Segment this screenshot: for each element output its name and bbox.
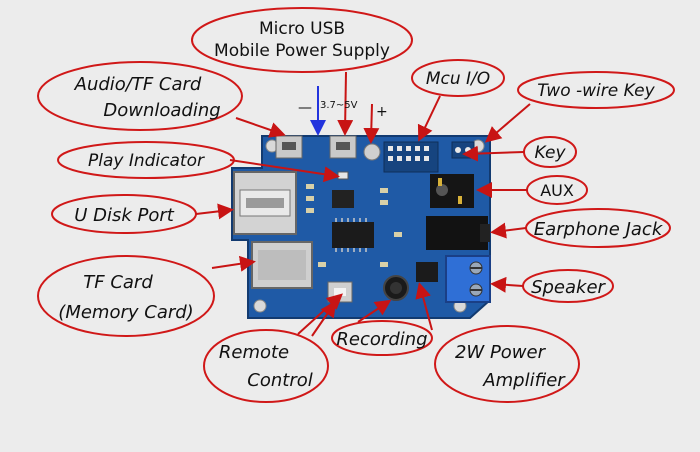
callout-arrows: [195, 71, 531, 337]
voltage-plus: +: [376, 104, 388, 120]
downloading-label: Downloading: [103, 100, 220, 121]
micro-usb-label: Micro USB: [259, 19, 345, 39]
remote-label: Remote: [219, 342, 289, 363]
amplifier-chip: [416, 262, 438, 282]
remote-control-button: [327, 281, 353, 303]
memory-card-label: (Memory Card): [58, 302, 193, 323]
audio-tf-label: Audio/TF Card: [74, 74, 202, 95]
power-label: 2W Power: [455, 342, 547, 363]
usb-a-port: [233, 171, 297, 235]
tf-card-ellipse: [37, 255, 215, 337]
mcu-io-header: [383, 141, 439, 173]
voltage-range: 3.7~5V: [320, 100, 358, 111]
micro-usb-port-left: [275, 135, 303, 159]
two-wire-key-ellipse: [517, 71, 675, 109]
control-label: Control: [247, 370, 312, 391]
tf-card-slot: [251, 241, 313, 289]
voltage-minus: —: [298, 100, 312, 116]
small-chip: [332, 190, 354, 208]
earphone-jack-label: Earphone Jack: [534, 219, 664, 240]
recording-label: Recording: [336, 329, 427, 350]
speaker-label: Speaker: [531, 277, 606, 298]
amplifier-label: Amplifier: [482, 370, 566, 391]
microphone: [383, 275, 409, 301]
aux-jack: [430, 174, 474, 208]
mcu-io-label: Mcu I/O: [426, 69, 490, 89]
micro-usb-ellipse: [191, 7, 413, 73]
play-indicator-led: [337, 171, 349, 180]
main-chip: [332, 218, 374, 252]
mcu-io-ellipse: [411, 59, 505, 97]
play-indicator-label: Play Indicator: [88, 151, 205, 171]
two-wire-key-label: Two -wire Key: [537, 81, 655, 101]
recording-ellipse: [331, 320, 433, 356]
remote-control-ellipse: [203, 329, 329, 403]
earphone-jack: [426, 216, 490, 250]
u-disk-port-label: U Disk Port: [74, 205, 175, 226]
power-amplifier-ellipse: [434, 325, 580, 403]
audio-tf-ellipse: [37, 61, 243, 131]
two-wire-key-pads: [451, 141, 475, 159]
key-label: Key: [534, 143, 566, 163]
speaker-terminal: [445, 255, 491, 303]
mobile-power-supply-label: Mobile Power Supply: [214, 41, 390, 61]
tf-card-label: TF Card: [83, 272, 153, 293]
aux-label: AUX: [540, 181, 574, 200]
micro-usb-port-right: [329, 135, 357, 159]
solder-pad: [363, 143, 381, 161]
